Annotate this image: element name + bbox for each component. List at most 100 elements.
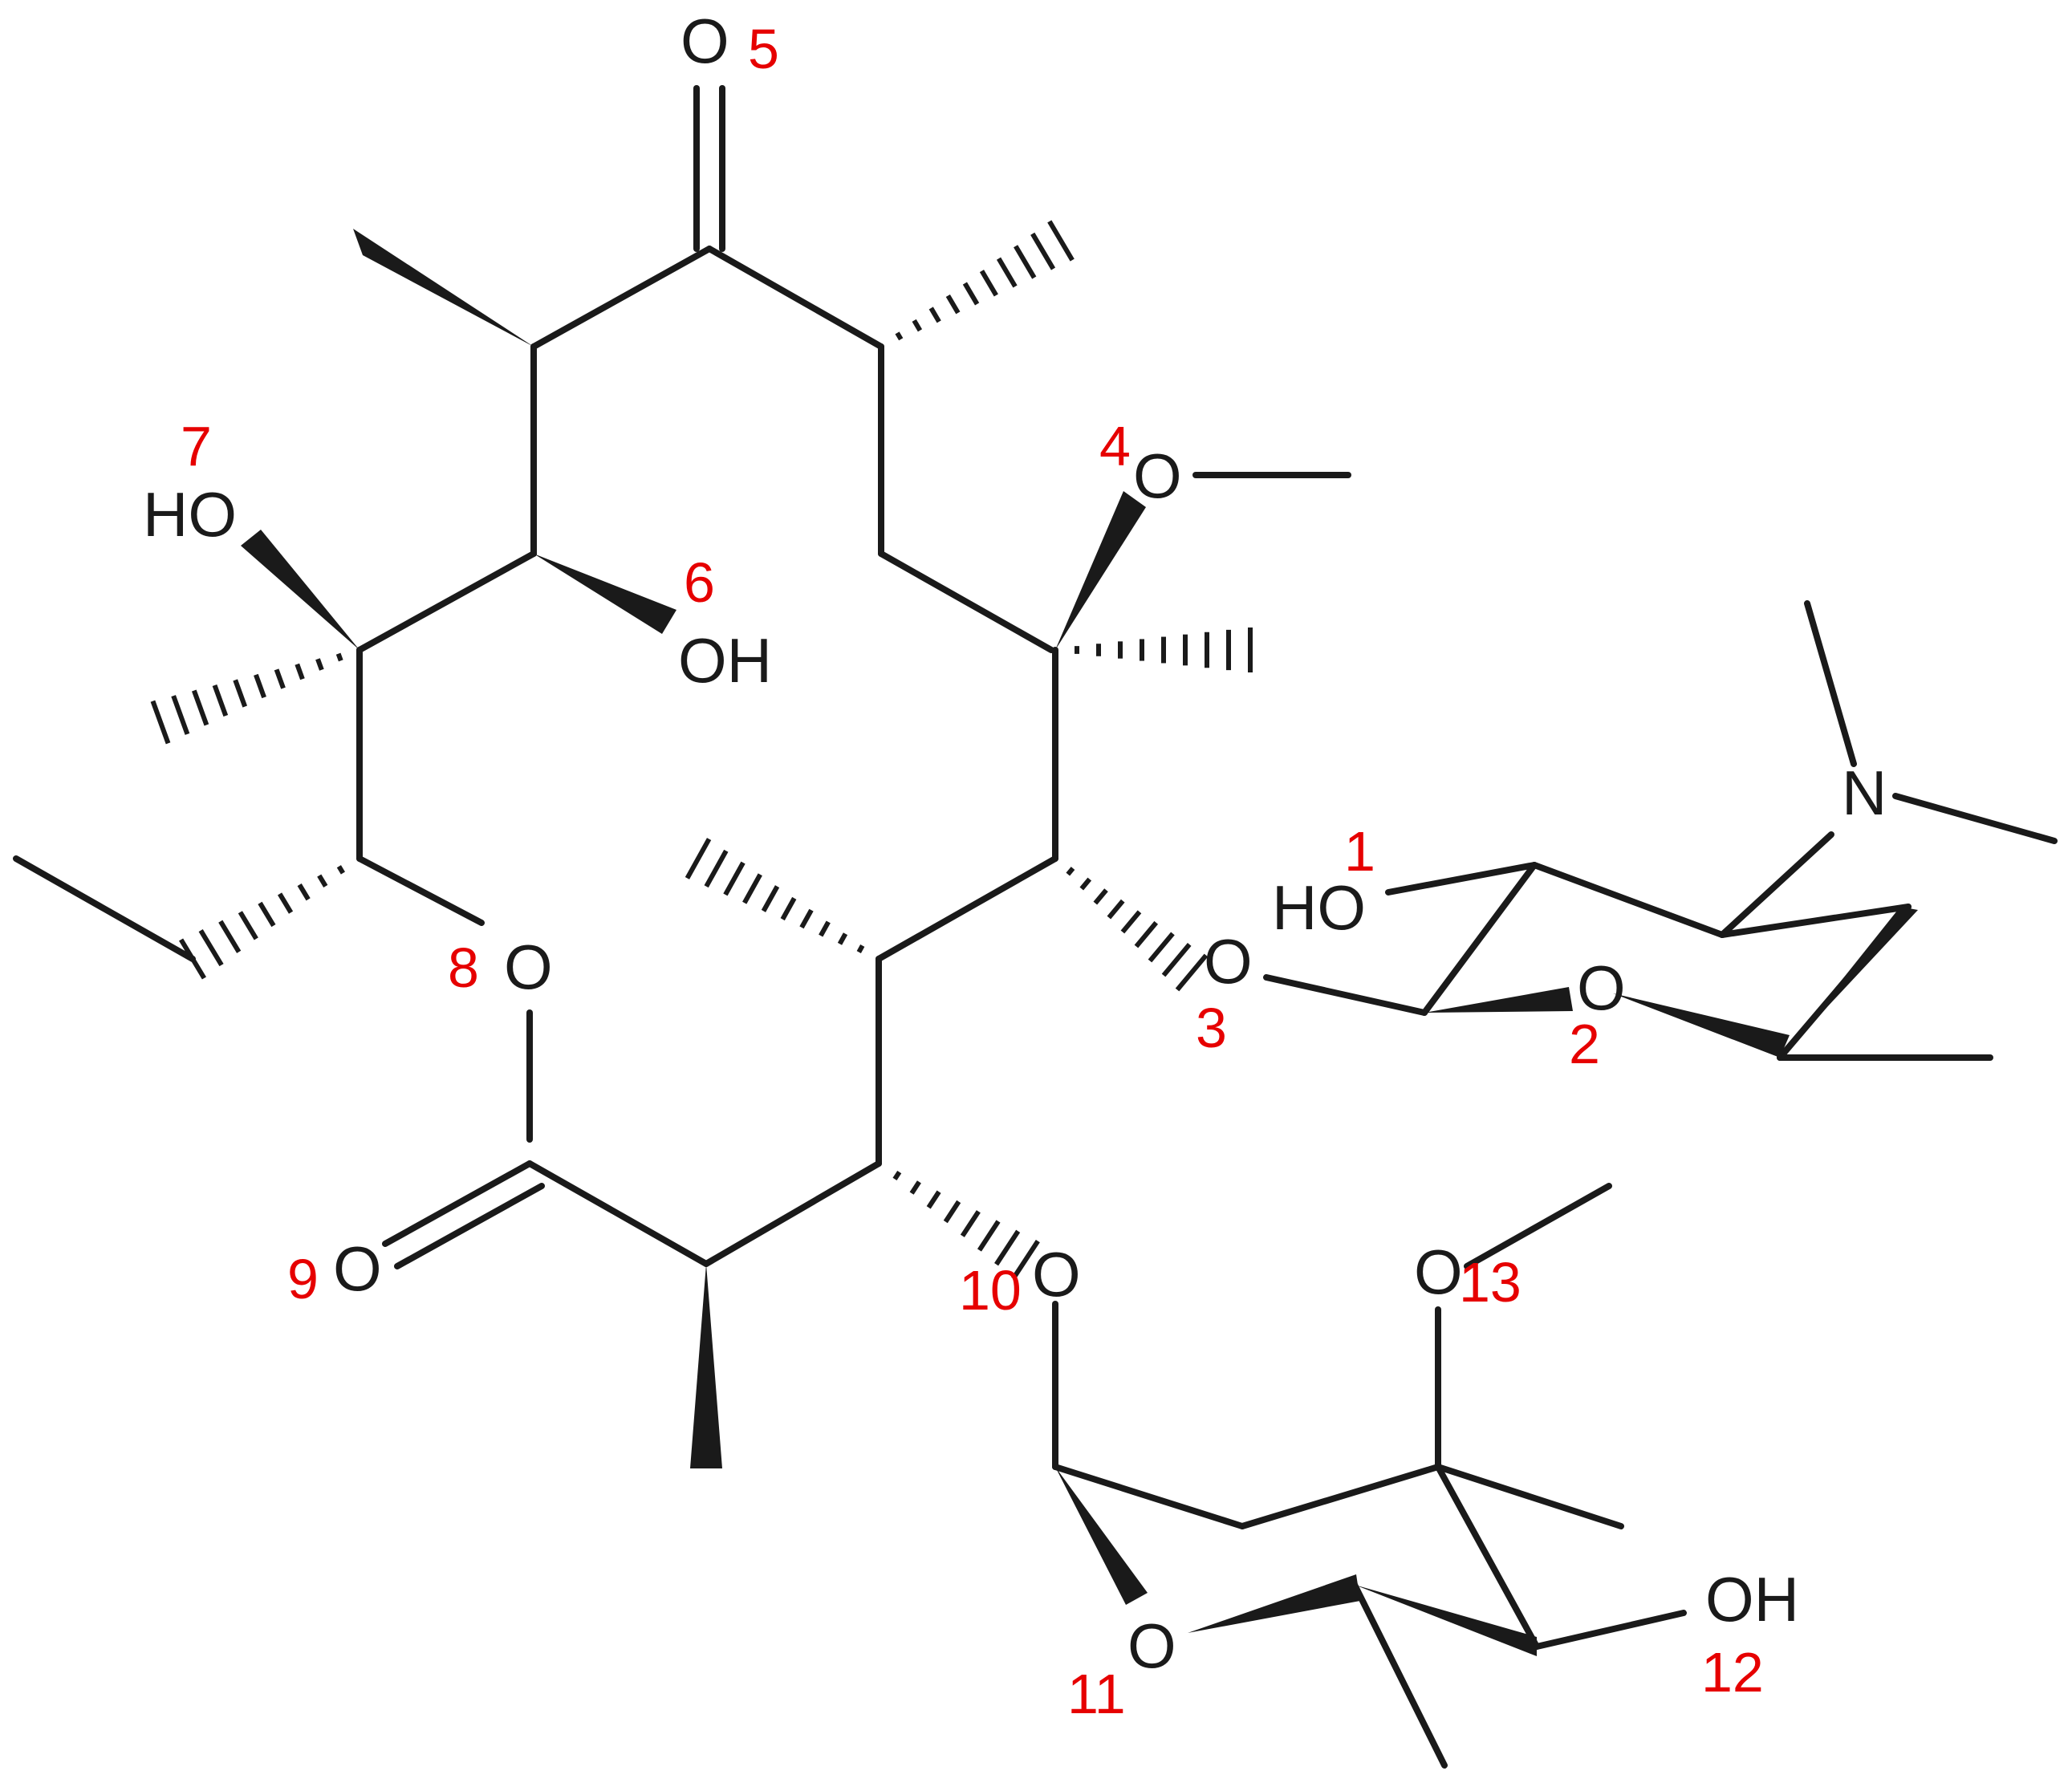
hash-bond-stripe — [943, 1200, 961, 1224]
bond — [1421, 862, 1538, 1016]
hash-bond-stripe — [837, 932, 848, 945]
ester-double-bond-b — [394, 1183, 545, 1269]
position-number-5: 5 — [748, 18, 779, 80]
hash-bond-stripe — [704, 849, 729, 888]
wedge-bond — [1055, 491, 1146, 650]
oxygen-11: O — [1127, 1610, 1176, 1681]
hash-bond-stripe — [171, 695, 190, 735]
bond — [1435, 1464, 1540, 1650]
hash-bond-stripe — [742, 873, 762, 904]
bond — [1385, 862, 1538, 896]
position-number-7: 7 — [181, 415, 212, 477]
hydroxyl-12: OH — [1705, 1564, 1799, 1635]
wedge-bond — [534, 554, 676, 634]
hash-bond-stripe — [1161, 943, 1192, 977]
hydroxyl-1: HO — [1272, 872, 1366, 943]
hash-bond-stripe — [895, 331, 904, 341]
wedge-bond — [1780, 907, 1918, 1058]
oxygen-10: O — [1032, 1239, 1081, 1310]
bond — [530, 246, 713, 350]
hash-bond-stripe — [799, 908, 814, 929]
hash-bond-stripe — [960, 1210, 981, 1237]
hash-bond-stripe — [238, 911, 258, 940]
hash-bond-stripe — [1014, 245, 1037, 279]
hash-bond-stripe — [233, 679, 248, 708]
hash-bond-stripe — [685, 838, 712, 879]
hash-bond-stripe — [996, 257, 1018, 288]
hash-bond-stripe — [274, 668, 286, 689]
hash-bond-stripe — [278, 892, 294, 914]
hash-bond-stripe — [254, 673, 266, 699]
bond — [526, 1160, 709, 1267]
hash-bond-stripe — [977, 1220, 1001, 1252]
hash-bond-stripe — [1047, 220, 1075, 262]
position-number-6: 6 — [684, 551, 715, 614]
wedge-bond — [1613, 993, 1790, 1058]
hydroxyl-7: HO — [143, 479, 237, 550]
hash-bond-stripe — [198, 929, 224, 967]
oxygen-13: O — [1414, 1237, 1463, 1307]
hash-bond-stripe — [1134, 920, 1159, 948]
hash-bond-stripe — [994, 1229, 1021, 1266]
hash-bond-stripe — [945, 294, 961, 315]
bond — [356, 855, 485, 926]
bond — [1719, 831, 1834, 938]
hash-bond-stripe — [1148, 932, 1175, 963]
bond — [1534, 1610, 1687, 1650]
hash-bond-stripe — [1175, 953, 1209, 992]
hash-bond-stripe — [979, 270, 998, 297]
hash-bond-stripe — [1079, 877, 1092, 891]
position-number-1: 1 — [1344, 820, 1375, 883]
ester-double-bond-a — [382, 1160, 533, 1247]
hash-bond-stripe — [192, 689, 209, 726]
position-number-3: 3 — [1196, 997, 1227, 1059]
wedge-bond — [241, 530, 360, 650]
hash-bond-stripe — [928, 307, 941, 323]
bond — [1804, 600, 1857, 767]
oxygen-2: O — [1577, 952, 1626, 1023]
wedge-bond — [1355, 1585, 1537, 1656]
hash-bond-stripe — [761, 885, 780, 912]
hash-bond-stripe — [295, 663, 305, 680]
hash-bond-stripe — [1011, 1239, 1040, 1281]
hash-bond-stripe — [212, 684, 229, 717]
hash-bonds — [150, 220, 1253, 1281]
hash-bond-stripe — [926, 1190, 941, 1209]
nitrogen: N — [1842, 757, 1887, 828]
wedge-bond — [1424, 987, 1573, 1013]
position-number-13: 13 — [1459, 1251, 1521, 1314]
bond — [1052, 1464, 1245, 1529]
position-number-8: 8 — [448, 936, 479, 999]
hash-bond-stripe — [856, 944, 865, 953]
oxygen-3: O — [1204, 926, 1253, 997]
hash-bond-stripe — [1093, 888, 1108, 905]
hash-bond-stripe — [218, 920, 242, 953]
wedge-bond — [690, 1264, 722, 1468]
bond — [13, 855, 196, 962]
hash-bond-stripe — [258, 901, 276, 928]
hash-bond-stripe — [335, 652, 343, 662]
hash-bond-stripe — [1066, 867, 1075, 876]
bond — [1435, 1464, 1624, 1529]
hash-bond-stripe — [297, 883, 311, 901]
position-number-11: 11 — [1067, 1663, 1126, 1725]
hash-bond-stripe — [1107, 899, 1125, 920]
hash-bond-stripe — [179, 938, 206, 980]
bond — [1263, 974, 1428, 1016]
bond — [1531, 862, 1725, 938]
hash-bond-stripe — [780, 896, 797, 921]
bond — [1892, 793, 2058, 844]
hash-bond-stripe — [315, 658, 324, 671]
atom-labels: O HO OH O N HO O O O O O O OH O — [143, 6, 1887, 1681]
hash-bond-stripe — [892, 1170, 902, 1181]
bond — [356, 550, 537, 653]
oxygen-ketone: O — [681, 6, 729, 76]
position-number-9: 9 — [287, 1248, 319, 1310]
position-number-2: 2 — [1569, 1013, 1600, 1075]
hash-bond-stripe — [819, 920, 831, 937]
wedge-bond — [1188, 1574, 1360, 1633]
bonds — [13, 85, 2058, 1769]
bond — [1239, 1464, 1441, 1529]
hash-bond-stripe — [723, 861, 746, 896]
